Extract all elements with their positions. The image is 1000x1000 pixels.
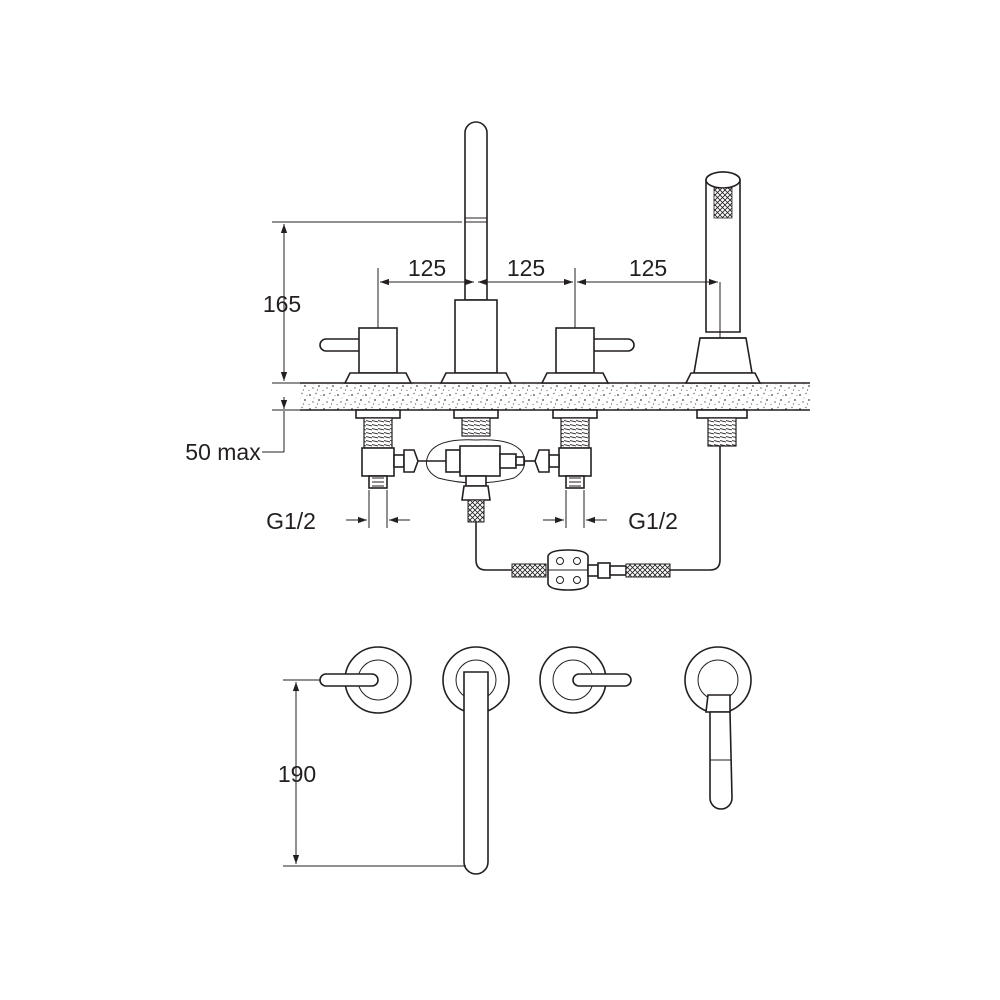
dimension-deck [262, 397, 300, 453]
dimension-spacing [377, 268, 721, 338]
dimension-height [272, 221, 462, 384]
shower-hose [475, 446, 721, 591]
spout [439, 121, 513, 384]
spout-height-label: 165 [263, 291, 301, 317]
dimension-reach [283, 679, 466, 867]
spacing-label-3: 125 [629, 255, 667, 281]
plan-left-handle [319, 646, 412, 714]
right-handle-valve [540, 327, 635, 384]
left-valve-body [355, 409, 419, 489]
thread-label-right: G1/2 [628, 508, 678, 534]
right-valve-body [534, 409, 598, 489]
spacing-label-2: 125 [507, 255, 545, 281]
plan-spout [442, 646, 510, 875]
plan-hand-shower [684, 646, 752, 810]
deck-thickness-label: 50 max [185, 439, 261, 465]
thread-label-left: G1/2 [266, 508, 316, 534]
left-handle-valve [319, 327, 413, 384]
deck-section [300, 382, 810, 411]
shower-mount [696, 409, 748, 447]
spout-mount-and-diverter [418, 409, 535, 523]
spacing-label-1: 125 [408, 255, 446, 281]
spout-reach-label: 190 [278, 761, 316, 787]
hand-shower [684, 171, 762, 384]
dimension-thread-right [543, 490, 607, 528]
dimension-thread-left [346, 490, 410, 528]
plan-right-handle [539, 646, 632, 714]
